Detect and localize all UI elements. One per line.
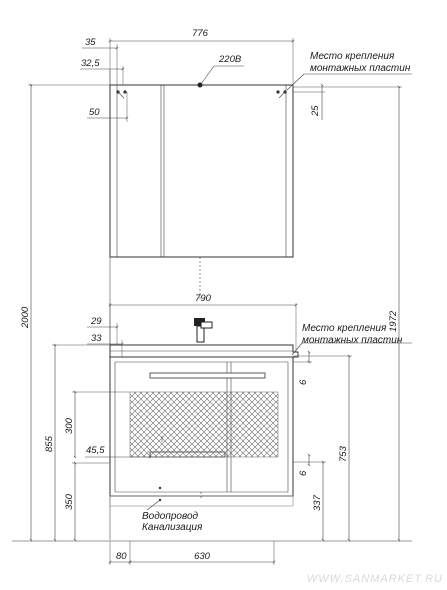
vanity-unit xyxy=(109,318,299,507)
pipe-height-350: 350 xyxy=(64,493,75,510)
vanity-bottom-gap: 6 xyxy=(298,470,309,476)
mirror-plate-vertical-dim: 50 xyxy=(89,107,100,118)
mirror-mount-note-1: Место крепления xyxy=(310,51,395,62)
watermark: WWW.SANMARKET.RU xyxy=(307,573,443,585)
overall-height-1972: 1972 xyxy=(388,310,399,332)
vanity-top-gap: 6 xyxy=(298,379,309,385)
vanity-mount-note-1: Место крепления xyxy=(302,323,387,334)
vanity-offset-33: 33 xyxy=(91,333,102,344)
mirror-edge-dim: 35 xyxy=(85,37,96,48)
installation-zone-hatch xyxy=(129,391,279,458)
bottom-dim-630: 630 xyxy=(194,551,211,562)
faucet-icon xyxy=(194,318,213,343)
bottom-dim-80: 80 xyxy=(116,551,127,562)
vanity-height-855: 855 xyxy=(44,435,55,452)
overall-dimensions: 2000 1972 xyxy=(20,83,402,542)
mirror-width-dim: 776 xyxy=(192,28,209,39)
mirror-mount-markers xyxy=(116,90,287,99)
vanity-height-337: 337 xyxy=(312,494,323,511)
mirror-plate-dim: 32,5 xyxy=(81,58,100,69)
pipe-offset-45-5: 45,5 xyxy=(86,445,105,456)
mirror-mount-note-2: монтажных пластин xyxy=(310,63,411,74)
vanity-width-dim: 790 xyxy=(195,293,212,304)
water-supply-label: Водопровод xyxy=(142,511,199,522)
power-label: 220В xyxy=(218,54,242,65)
vanity-height-753: 753 xyxy=(338,445,349,462)
mirror-dimensions: 776 35 32,5 50 25 Место крепления монтаж… xyxy=(80,28,412,122)
vanity-plinth xyxy=(109,495,294,507)
vanity-dimensions: 790 29 33 Место крепления монтажных плас… xyxy=(44,293,412,565)
top-handle xyxy=(149,372,266,379)
overall-height-2000: 2000 xyxy=(20,306,31,329)
mirror-top-plate-dim: 25 xyxy=(310,105,321,117)
mirror-cabinet-body xyxy=(109,84,294,258)
drain-label: Канализация xyxy=(142,522,203,533)
vanity-offset-29: 29 xyxy=(90,316,102,327)
vanity-mount-note-2: монтажных пластин xyxy=(302,335,403,346)
install-zone-height-300: 300 xyxy=(64,417,75,434)
mirror-cabinet: 220В xyxy=(109,54,294,300)
